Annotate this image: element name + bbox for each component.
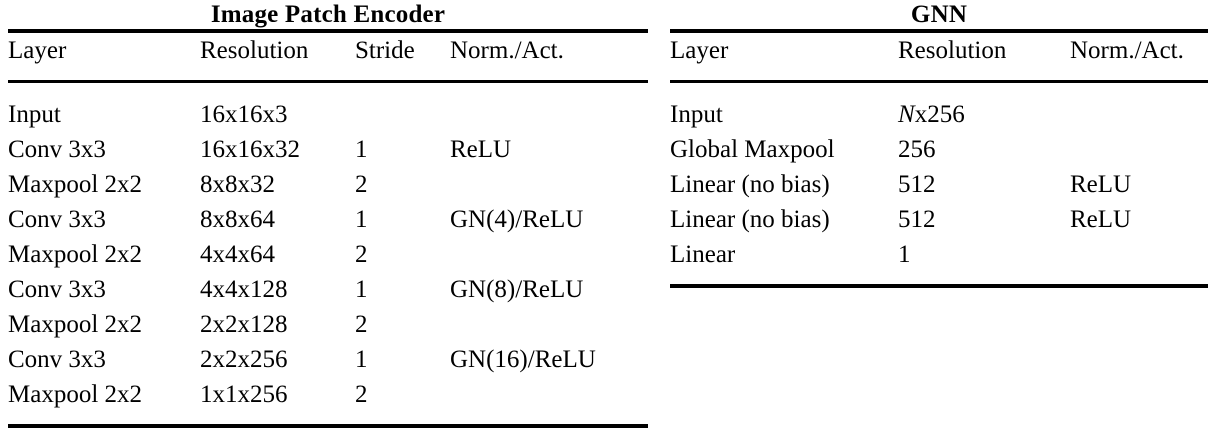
table-bottom-rule [8,424,648,428]
cell-stride: 1 [355,346,368,373]
cell-resolution: 2x2x128 [200,311,288,338]
cell-norm-act: ReLU [450,136,512,163]
cell-resolution: 4x4x128 [200,276,288,303]
table-row: Conv 3x3 2x2x256 1 GN(16)/ReLU [8,342,648,377]
table-row: Conv 3x3 8x8x64 1 GN(4)/ReLU [8,202,648,237]
cell-layer: Linear (no bias) [670,171,830,198]
cell-layer: Maxpool 2x2 [8,171,143,198]
table-row: Conv 3x3 4x4x128 1 GN(8)/ReLU [8,272,648,307]
cell-resolution: 1x1x256 [200,381,288,408]
gnn-title: GNN [910,1,968,28]
table-row: Input Nx256 [670,83,1208,132]
cell-norm-act [450,167,648,202]
table-header-row: Layer Resolution Stride Norm./Act. [8,33,648,80]
cell-norm-act [1070,83,1208,132]
cell-norm-act [450,377,648,424]
column-header-resolution: Resolution [200,37,309,64]
cell-layer: Maxpool 2x2 [8,311,143,338]
cell-stride: 2 [355,171,368,198]
column-header-stride: Stride [355,37,415,64]
column-header-norm-act: Norm./Act. [1070,37,1184,64]
cell-norm-act: GN(4)/ReLU [450,206,584,233]
table-row: Maxpool 2x2 2x2x128 2 [8,307,648,342]
cell-layer: Maxpool 2x2 [8,241,143,268]
table-row: Maxpool 2x2 4x4x64 2 [8,237,648,272]
cell-norm-act [450,237,648,272]
cell-resolution: 512 [898,206,936,233]
cell-stride [355,83,450,132]
cell-norm-act: ReLU [1070,171,1132,198]
cell-norm-act: ReLU [1070,206,1132,233]
cell-resolution: 1 [898,241,911,268]
cell-layer: Conv 3x3 [8,136,106,163]
cell-stride: 2 [355,241,368,268]
cell-layer: Conv 3x3 [8,346,106,373]
cell-stride: 1 [355,206,368,233]
cell-stride: 1 [355,276,368,303]
cell-resolution: 8x8x32 [200,171,275,198]
table-top-rule [8,29,648,33]
table-row: Maxpool 2x2 8x8x32 2 [8,167,648,202]
table-row: Global Maxpool 256 [670,132,1208,167]
table-top-rule [670,29,1208,33]
cell-layer: Input [8,101,61,128]
column-header-layer: Layer [8,37,67,64]
cell-resolution: 16x16x3 [200,101,288,128]
cell-resolution: 16x16x32 [200,136,300,163]
cell-resolution: 512 [898,171,936,198]
cell-resolution: 4x4x64 [200,241,275,268]
table-row: Linear (no bias) 512 ReLU [670,202,1208,237]
image-patch-encoder-table: Image Patch Encoder Layer Resolution Str… [8,0,648,428]
cell-norm-act: GN(16)/ReLU [450,346,596,373]
table-row: Input 16x16x3 [8,83,648,132]
cell-norm-act [1070,237,1208,284]
table-row: Conv 3x3 16x16x32 1 ReLU [8,132,648,167]
cell-layer: Conv 3x3 [8,276,106,303]
cell-layer: Conv 3x3 [8,206,106,233]
cell-resolution: 2x2x256 [200,346,288,373]
math-variable: N [898,101,915,128]
cell-norm-act [450,83,648,132]
table-header-rule [8,80,648,83]
cell-stride: 2 [355,381,368,408]
cell-layer: Global Maxpool [670,136,835,163]
cell-layer: Input [670,101,723,128]
image-patch-encoder-title: Image Patch Encoder [210,1,446,28]
cell-stride: 2 [355,311,368,338]
table-header-row: Layer Resolution Norm./Act. [670,33,1208,80]
cell-layer: Linear (no bias) [670,206,830,233]
cell-norm-act: GN(8)/ReLU [450,276,584,303]
cell-layer: Linear [670,241,736,268]
gnn-table: GNN Layer Resolution Norm./Act. Input Nx2… [670,0,1208,288]
cell-resolution: 256 [898,136,936,163]
cell-stride: 1 [355,136,368,163]
cell-layer: Maxpool 2x2 [8,381,143,408]
table-row: Linear (no bias) 512 ReLU [670,167,1208,202]
cell-resolution: 8x8x64 [200,206,275,233]
column-header-resolution: Resolution [898,37,1007,64]
column-header-layer: Layer [670,37,729,64]
table-header-rule [670,80,1208,83]
column-header-norm-act: Norm./Act. [450,37,564,64]
cell-norm-act [1070,132,1208,167]
table-bottom-rule [670,284,1208,288]
table-row: Linear 1 [670,237,1208,284]
cell-resolution: Nx256 [898,101,965,128]
table-row: Maxpool 2x2 1x1x256 2 [8,377,648,424]
cell-norm-act [450,307,648,342]
